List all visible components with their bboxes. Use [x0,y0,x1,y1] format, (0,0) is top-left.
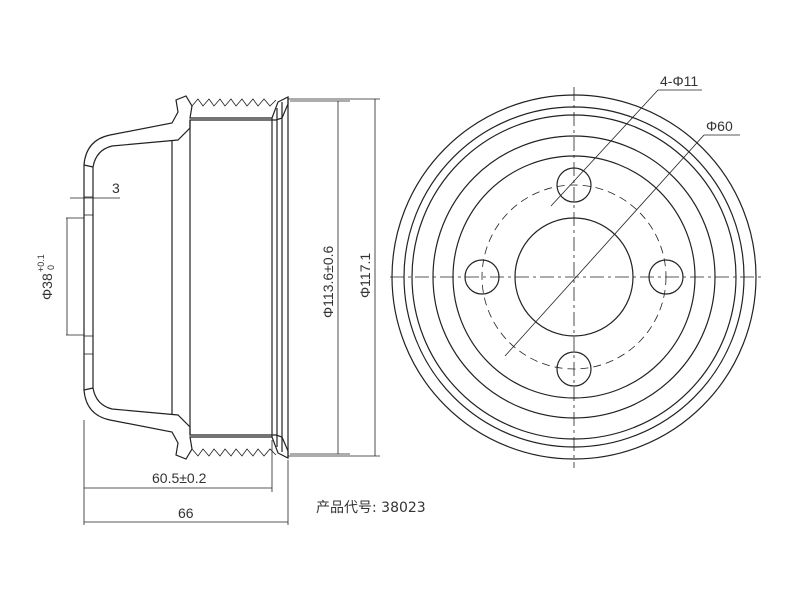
product-code-label: 产品代号: [316,500,377,516]
dim-depth: 60.5±0.2 [152,470,207,486]
dim-outer-diameter: Φ117.1 [357,253,373,298]
dim-inner-diameter: Φ113.6±0.6 [320,245,336,318]
dim-bolt-circle: Φ60 [706,118,733,134]
dim-holes: 4-Φ11 [660,73,698,89]
dim-bore-tol-upper: +0.1 [36,254,46,272]
dim-bore-tol-lower: 0 [46,265,56,270]
product-code-value: 38023 [381,500,426,516]
front-view [390,87,765,468]
dim-thickness: 3 [112,180,120,196]
wall-top [83,95,289,168]
dim-total-length: 66 [178,505,194,521]
product-code: 产品代号: 38023 [316,497,426,517]
dim-bore: Φ38 [39,273,55,300]
wall-bottom [83,387,289,460]
bolt-hole [556,351,592,387]
side-view-section [66,95,380,525]
